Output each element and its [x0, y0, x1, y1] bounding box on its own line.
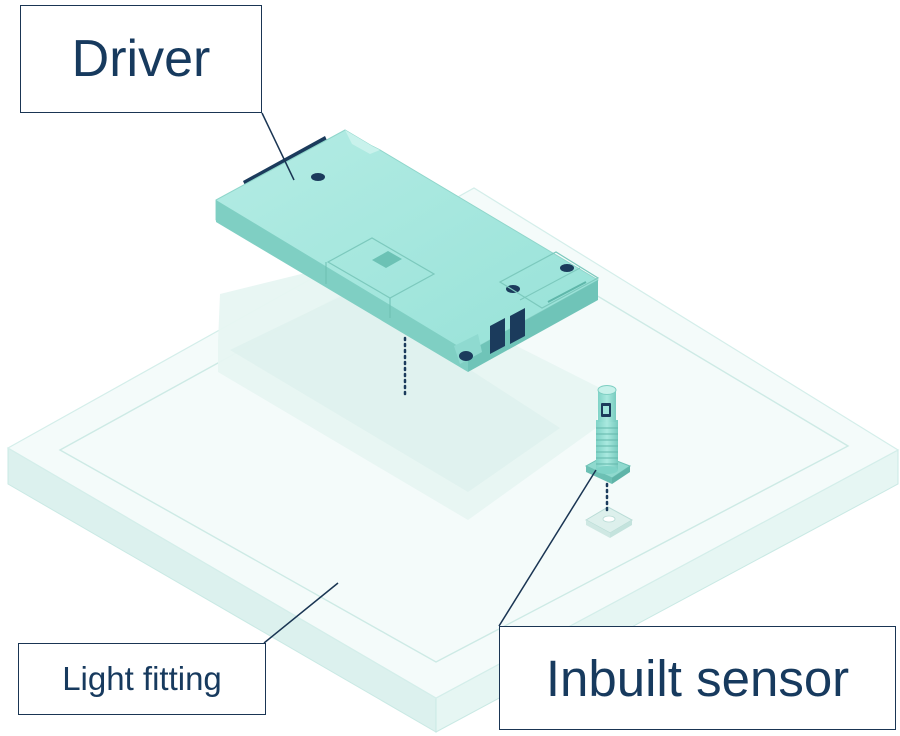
- light-fitting-leader-line: [263, 582, 339, 644]
- driver-module-icon: [215, 129, 600, 372]
- driver-side-left: [216, 200, 468, 372]
- inbuilt-sensor-icon: [584, 385, 632, 484]
- driver-label: Driver: [20, 5, 262, 113]
- sensor-footprint: [584, 506, 634, 538]
- driver-shadow-core: [230, 292, 560, 492]
- driver-leader-line: [261, 112, 295, 181]
- sensor-leader-line: [498, 469, 597, 627]
- inbuilt-sensor-label: Inbuilt sensor: [499, 626, 896, 730]
- light-fitting-label: Light fitting: [18, 643, 266, 715]
- driver-side-right: [468, 280, 598, 372]
